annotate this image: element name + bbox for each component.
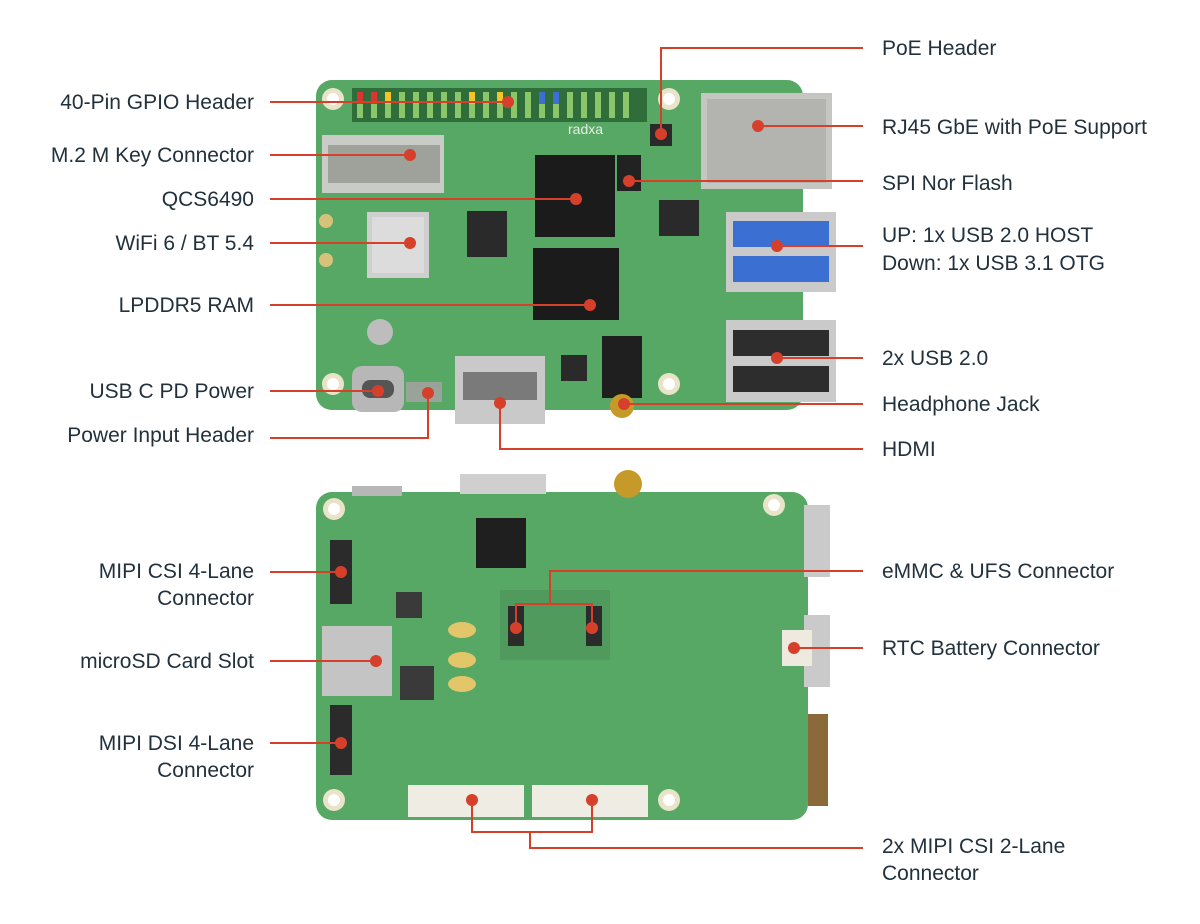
power-header-label: Power Input Header xyxy=(67,424,254,447)
gpio-header-label: 40-Pin GPIO Header xyxy=(60,91,254,114)
ram-chip xyxy=(533,248,619,320)
usbc-label: USB C PD Power xyxy=(89,380,254,403)
gpio-header xyxy=(352,88,647,122)
dsi-label-line1: MIPI DSI 4-Lane xyxy=(98,732,254,755)
leader-lines xyxy=(270,47,863,849)
mounting-holes-bottom xyxy=(323,494,785,811)
spi-flash-label: SPI Nor Flash xyxy=(882,172,1013,195)
poe-leader xyxy=(660,47,863,134)
mounting-holes-top xyxy=(322,88,680,395)
dsi-label-line2: Connector xyxy=(157,759,254,782)
microsd-label: microSD Card Slot xyxy=(80,650,254,673)
poe-header-label: PoE Header xyxy=(882,37,997,60)
csi4-label-line2: Connector xyxy=(157,587,254,610)
rtc-battery-label: RTC Battery Connector xyxy=(882,637,1100,660)
usb-stack-label-line2: Down: 1x USB 3.1 OTG xyxy=(882,252,1105,275)
csi2-label-line1: 2x MIPI CSI 2-Lane xyxy=(882,835,1066,858)
headphone-jack xyxy=(602,336,642,398)
wifi-label: WiFi 6 / BT 5.4 xyxy=(115,232,254,255)
rj45-label: RJ45 GbE with PoE Support xyxy=(882,116,1147,139)
bottom-board xyxy=(316,470,830,820)
ufs-leader xyxy=(550,603,593,628)
power-header-leader xyxy=(270,393,429,439)
ram-label: LPDDR5 RAM xyxy=(118,294,254,317)
hdmi-leader xyxy=(499,403,863,450)
csi2-leader-2 xyxy=(530,800,593,833)
headphone-label: Headphone Jack xyxy=(882,393,1040,416)
soc-label: QCS6490 xyxy=(161,188,254,211)
usb-stack-label-line1: UP: 1x USB 2.0 HOST xyxy=(882,224,1094,247)
brand-marking: radxa xyxy=(568,121,603,137)
emmc-ufs-label: eMMC & UFS Connector xyxy=(882,560,1115,583)
csi2-label-line2: Connector xyxy=(882,862,979,885)
usb2-label: 2x USB 2.0 xyxy=(882,347,989,370)
m2-connector-label: M.2 M Key Connector xyxy=(50,144,254,167)
csi4-label-line1: MIPI CSI 4-Lane xyxy=(98,560,254,583)
hdmi-label: HDMI xyxy=(882,438,936,461)
leader-dots xyxy=(335,96,800,806)
csi2-connector-1 xyxy=(408,785,524,817)
